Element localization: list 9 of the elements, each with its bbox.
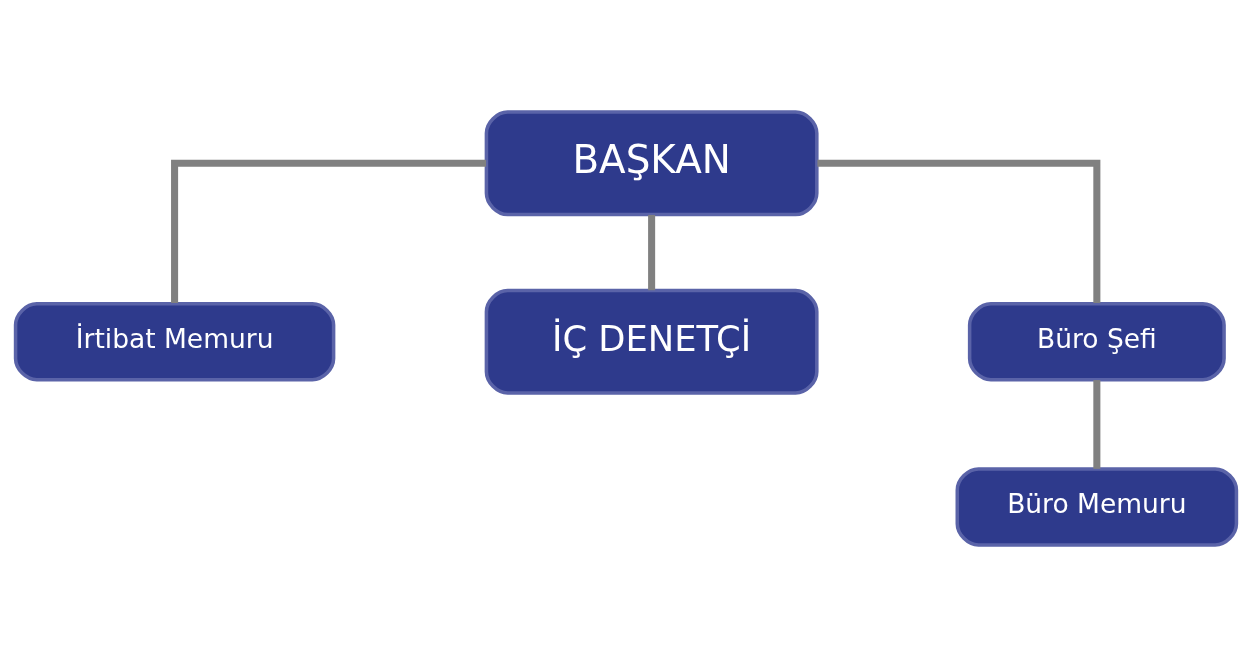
connector [171,159,487,303]
node-box: İÇ DENETÇİ [484,288,819,395]
node-box: Büro Şefi [967,302,1226,382]
node-box: BAŞKAN [484,110,819,217]
node-box: İrtibat Memuru [13,302,336,382]
connector [648,214,656,291]
node-box: Büro Memuru [955,467,1239,547]
connector [1093,380,1101,469]
connector [817,159,1101,303]
